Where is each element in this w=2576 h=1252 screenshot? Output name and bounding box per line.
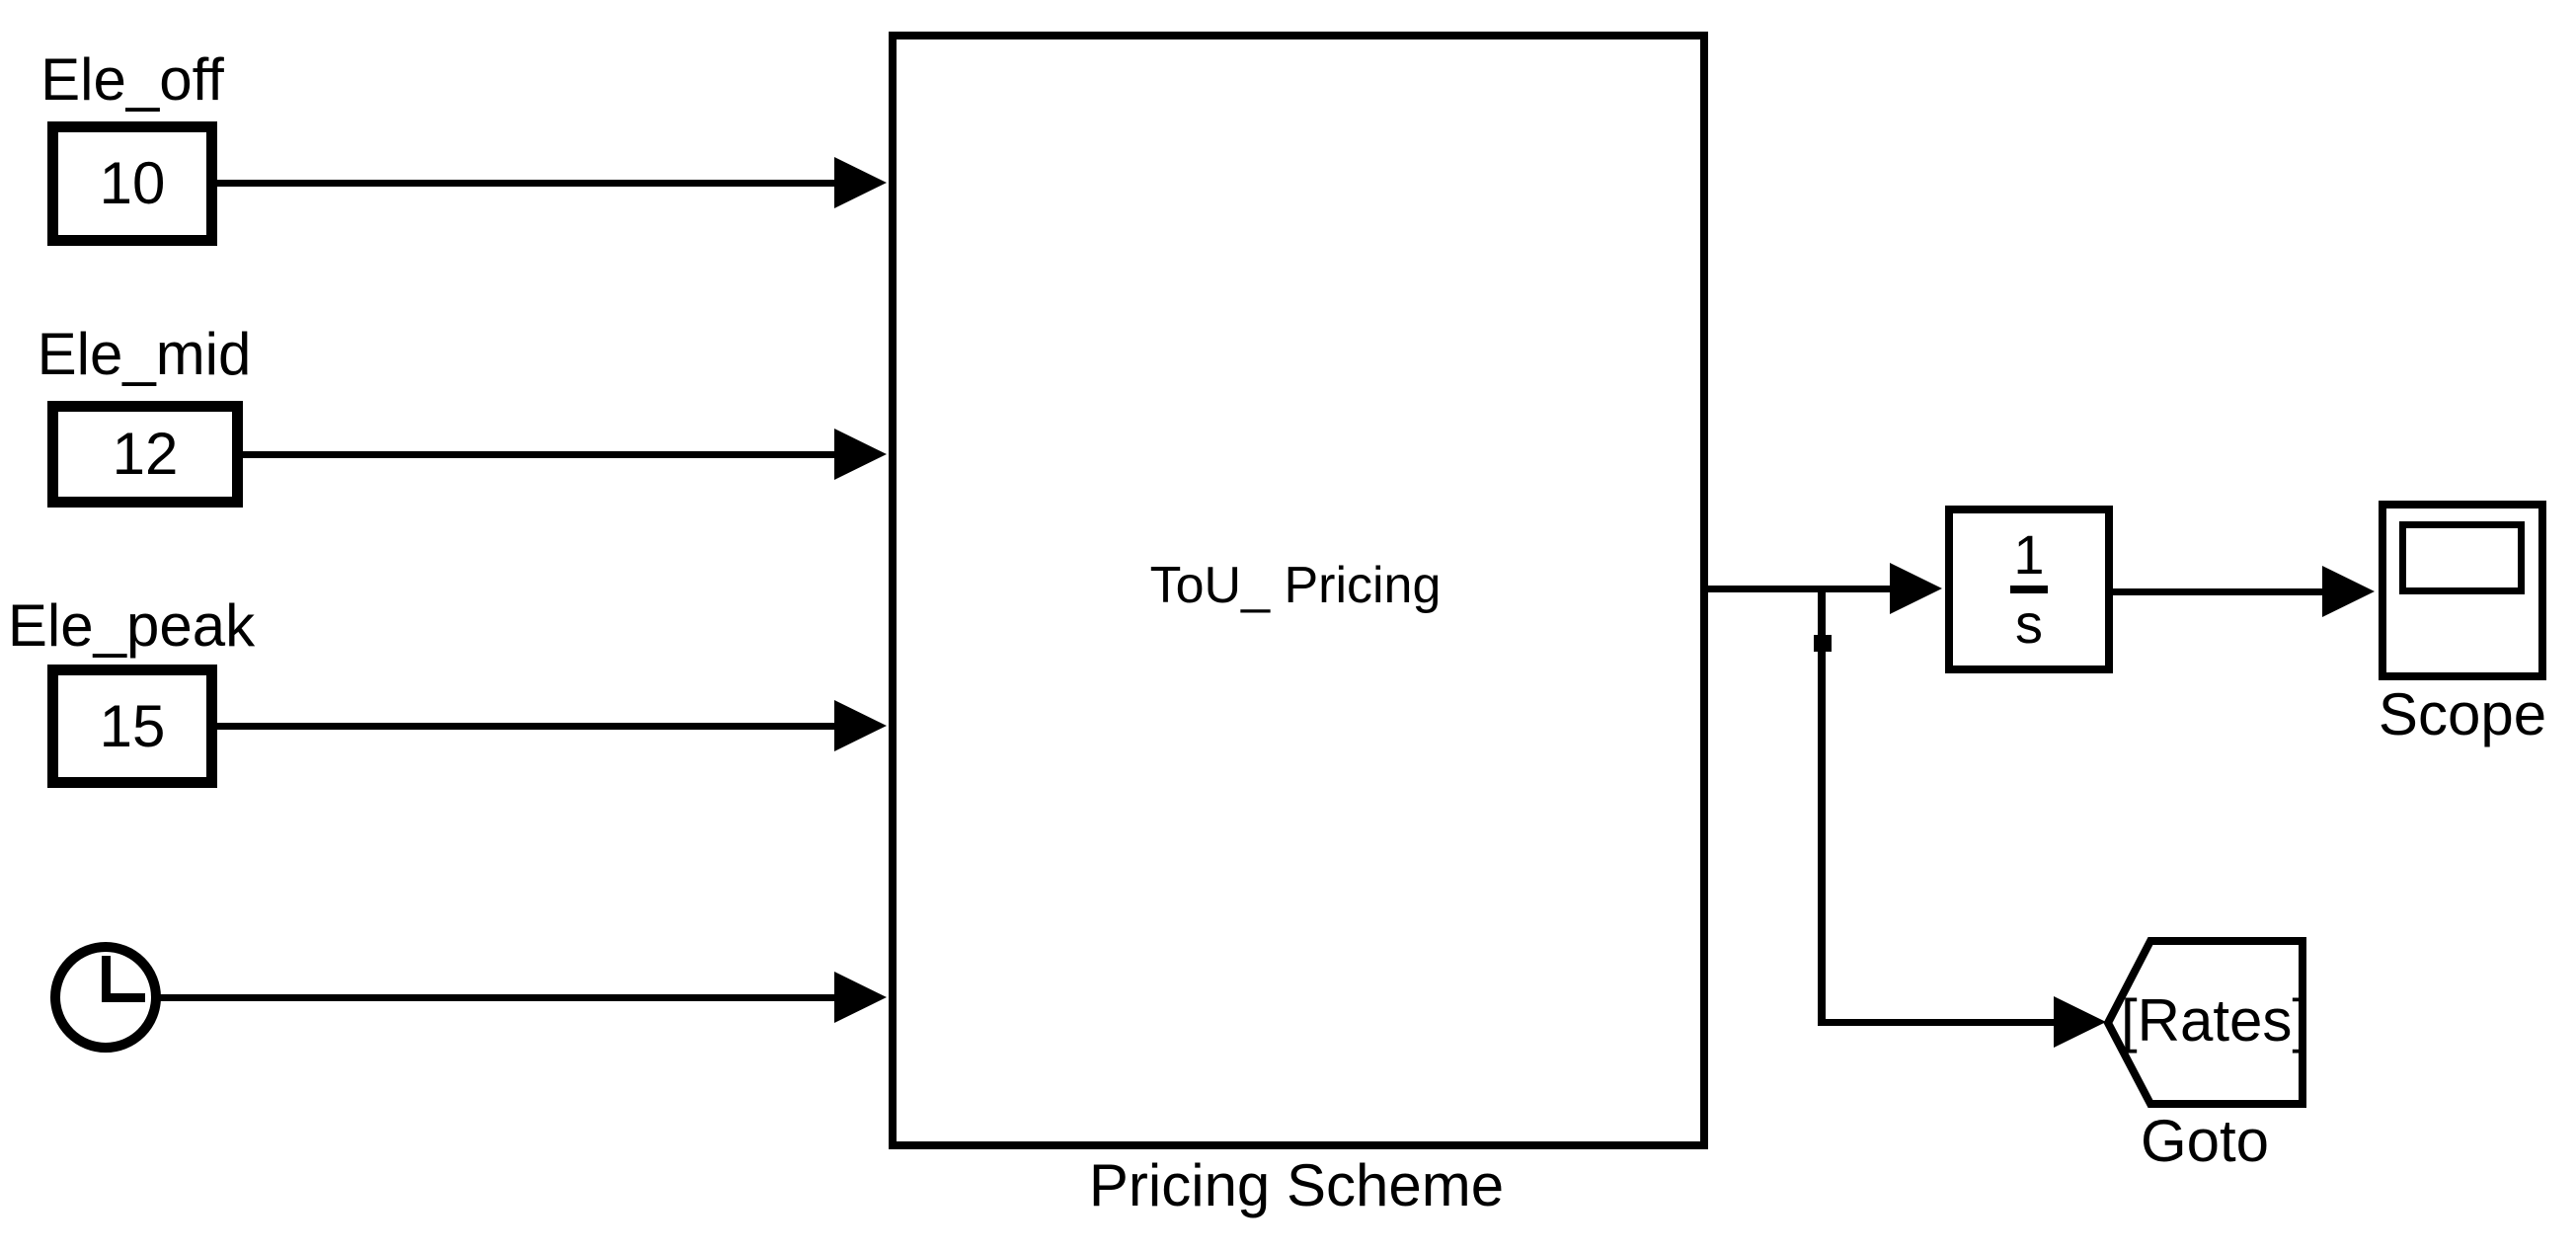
wire-arrowhead[interactable] xyxy=(2054,996,2106,1048)
wire-arrowhead[interactable] xyxy=(834,429,887,480)
subsystem-block-pricing-scheme[interactable] xyxy=(889,32,1708,1149)
constant-block-ele-peak[interactable]: 15 xyxy=(47,665,217,788)
wire-arrowhead[interactable] xyxy=(1890,563,1942,614)
constant-label-ele-mid: Ele_mid xyxy=(37,321,252,387)
integrator-denominator: s xyxy=(2015,592,2043,655)
goto-tag-text: [Rates] xyxy=(2120,987,2309,1054)
clock-icon xyxy=(102,956,111,1001)
wire-arrowhead[interactable] xyxy=(834,157,887,208)
wire-branch-to-goto[interactable] xyxy=(1818,1019,2063,1026)
wire-integrator-to-scope[interactable] xyxy=(2111,588,2334,595)
constant-value: 15 xyxy=(99,692,166,759)
integrator-block[interactable]: 1 s xyxy=(1945,506,2113,673)
goto-block[interactable] xyxy=(2101,935,2308,1111)
subsystem-title: ToU_ Pricing xyxy=(1149,557,1442,614)
goto-label: Goto xyxy=(2140,1108,2270,1174)
constant-label-ele-off: Ele_off xyxy=(40,46,224,113)
wire-branch-vertical[interactable] xyxy=(1818,586,1826,1026)
wire-arrowhead[interactable] xyxy=(834,700,887,751)
wire-arrowhead[interactable] xyxy=(834,972,887,1023)
scope-block[interactable] xyxy=(2379,501,2546,680)
wire-arrowhead[interactable] xyxy=(2322,566,2375,617)
constant-block-ele-off[interactable]: 10 xyxy=(47,121,217,246)
wire-eleoff-to-subsystem[interactable] xyxy=(215,180,847,187)
wire-clock-to-subsystem[interactable] xyxy=(156,994,847,1001)
integrator-numerator: 1 xyxy=(2013,523,2045,586)
constant-value: 10 xyxy=(99,150,166,216)
clock-block[interactable] xyxy=(50,942,161,1053)
constant-label-ele-peak: Ele_peak xyxy=(7,592,256,659)
wire-subsystem-to-integrator[interactable] xyxy=(1700,586,1898,592)
subsystem-label: Pricing Scheme xyxy=(1088,1152,1505,1218)
wire-elemid-to-subsystem[interactable] xyxy=(242,451,847,458)
constant-value: 12 xyxy=(112,421,179,487)
scope-screen-icon xyxy=(2399,521,2525,594)
wire-elepeak-to-subsystem[interactable] xyxy=(215,723,847,730)
scope-label: Scope xyxy=(2378,681,2547,747)
clock-icon xyxy=(102,993,145,1002)
fraction-bar xyxy=(2010,586,2048,593)
constant-block-ele-mid[interactable]: 12 xyxy=(47,401,243,508)
branch-point[interactable] xyxy=(1814,635,1832,652)
